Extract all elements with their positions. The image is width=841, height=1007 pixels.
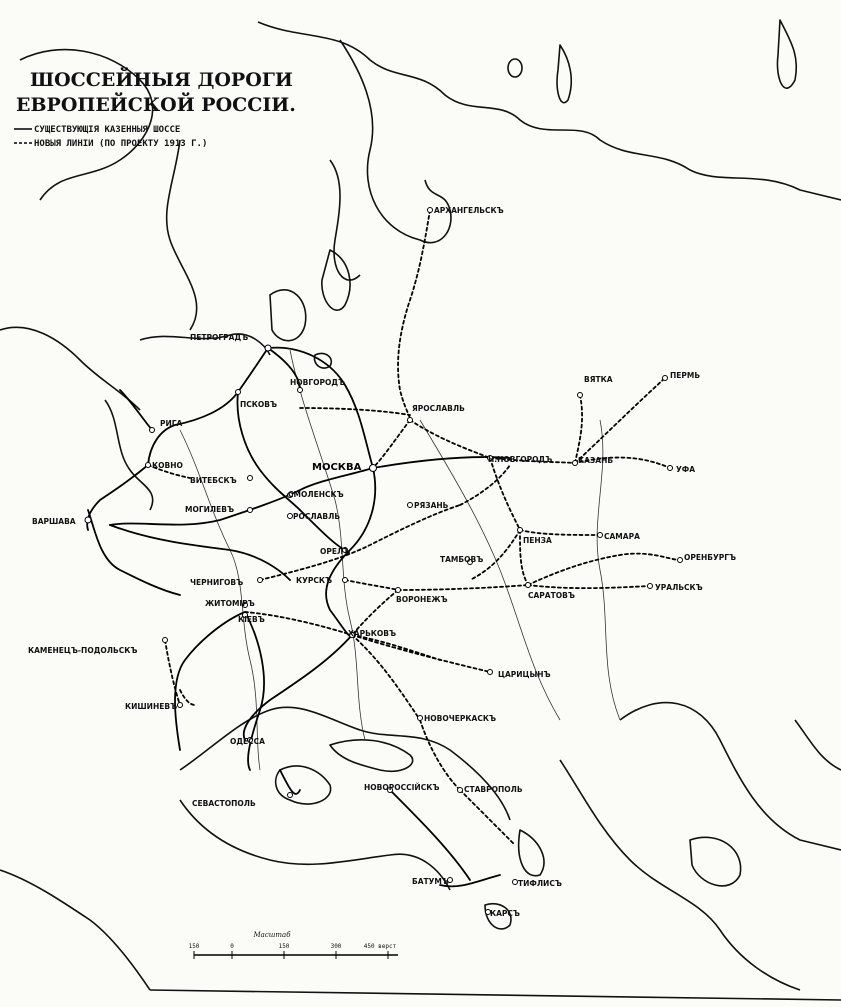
city-label-perm: ПЕРМЬ [670, 371, 700, 380]
city-label-orel: ОРЕЛЪ [320, 547, 350, 556]
city-label-kamenets: КАМЕНЕЦЪ-ПОДОЛЬСКЪ [28, 646, 137, 655]
city-label-mogilev: МОГИЛЕВЪ [185, 505, 234, 514]
scale-tick-3: 300 [331, 943, 342, 950]
city-label-kiev: КІЕВЪ [238, 615, 265, 624]
city-labels: АРХАНГЕЛЬСКЪ ПЕТРОГРАДЪ НОВГОРОДЪ ПСКОВЪ… [28, 206, 736, 918]
city-label-zhitomir: ЖИТОМІРЪ [205, 599, 255, 608]
city-label-samara: САМАРА [604, 532, 640, 541]
city-label-novgorod: НОВГОРОДЪ [290, 378, 345, 387]
planned-roads [147, 209, 681, 846]
city-label-kazan: КАЗАНЬ [578, 456, 613, 465]
city-label-moskva: МОСКВА [312, 462, 362, 473]
legend-planned-label: НОВЫЯ ЛИНІИ (ПО ПРОЕКТУ 1913 Г.) [34, 139, 207, 149]
scale-tick-2: 150 [279, 943, 290, 950]
city-label-stavropol: СТАВРОПОЛЬ [464, 785, 523, 794]
city-label-riga: РИГА [160, 419, 183, 428]
city-label-arkhangelsk: АРХАНГЕЛЬСКЪ [434, 206, 504, 215]
city-label-sevastopol: СЕВАСТОПОЛЬ [192, 799, 256, 808]
city-label-kishinev: КИШИНЕВЪ [125, 702, 177, 711]
city-label-kharkov: ХАРЬКОВЪ [348, 629, 396, 638]
city-label-tsaritsyn: ЦАРИЦЫНЪ [498, 670, 551, 679]
city-label-tambov: ТАМБОВЪ [440, 555, 483, 564]
scale-tick-0: 150 [189, 943, 200, 950]
city-label-nnovgorod: Н.НОВГОРОДЪ [488, 455, 552, 464]
scale-tick-1: 0 [230, 943, 234, 950]
city-label-vitebsk: ВИТЕБСКЪ [190, 476, 237, 485]
city-label-kovno: КОВНО [152, 461, 183, 470]
city-label-varshava: ВАРШАВА [32, 517, 76, 526]
city-label-pskov: ПСКОВЪ [240, 400, 277, 409]
legend-existing-label: СУЩЕСТВУЮЩІЯ КАЗЕННЫЯ ШОССЕ [34, 125, 180, 135]
city-markers [84, 207, 683, 915]
city-label-voronezh: ВОРОНЕЖЪ [396, 595, 448, 604]
existing-roads [86, 346, 511, 888]
city-label-novorossiysk: НОВОРОССІЙСКЪ [364, 783, 439, 792]
city-label-ufa: УФА [676, 465, 695, 474]
city-label-tiflis: ТИФЛИСЪ [518, 879, 562, 888]
city-label-kursk: КУРСКЪ [296, 576, 332, 585]
city-label-kars: КАРСЪ [490, 909, 520, 918]
legend: СУЩЕСТВУЮЩІЯ КАЗЕННЫЯ ШОССЕ НОВЫЯ ЛИНІИ … [14, 125, 207, 149]
city-label-vyatka: ВЯТКА [584, 375, 613, 384]
city-label-chernigov: ЧЕРНИГОВЪ [190, 578, 243, 587]
city-label-petrograd: ПЕТРОГРАДЪ [190, 333, 248, 342]
city-label-odessa: ОДЕССА [230, 737, 265, 746]
city-label-yaroslavl: ЯРОСЛАВЛЬ [412, 404, 465, 413]
city-label-saratov: САРАТОВЪ [528, 591, 575, 600]
city-label-orenburg: ОРЕНБУРГЪ [684, 553, 736, 562]
coastlines [0, 19, 841, 1001]
city-label-penza: ПЕНЗА [523, 536, 552, 545]
city-label-smolensk: СМОЛЕНСКЪ [288, 490, 344, 499]
city-label-novocherkassk: НОВОЧЕРКАСКЪ [424, 714, 496, 723]
city-label-roslavl: РОСЛАВЛЬ [293, 512, 340, 521]
city-label-batum: БАТУМЪ [412, 877, 449, 886]
map-title-line1: ШОССЕЙНЫЯ ДОРОГИ [30, 67, 293, 91]
city-label-ryazan: РЯЗАНЬ [414, 501, 449, 510]
map-title-line2: ЕВРОПЕЙСКОЙ РОССІИ. [16, 92, 296, 116]
scale-tick-4: 450 верст [364, 943, 397, 950]
scale-bar: Масштаб 150 0 150 300 450 верст [189, 931, 398, 959]
scale-label: Масштаб [253, 931, 292, 939]
city-label-uralsk: УРАЛЬСКЪ [655, 583, 703, 592]
